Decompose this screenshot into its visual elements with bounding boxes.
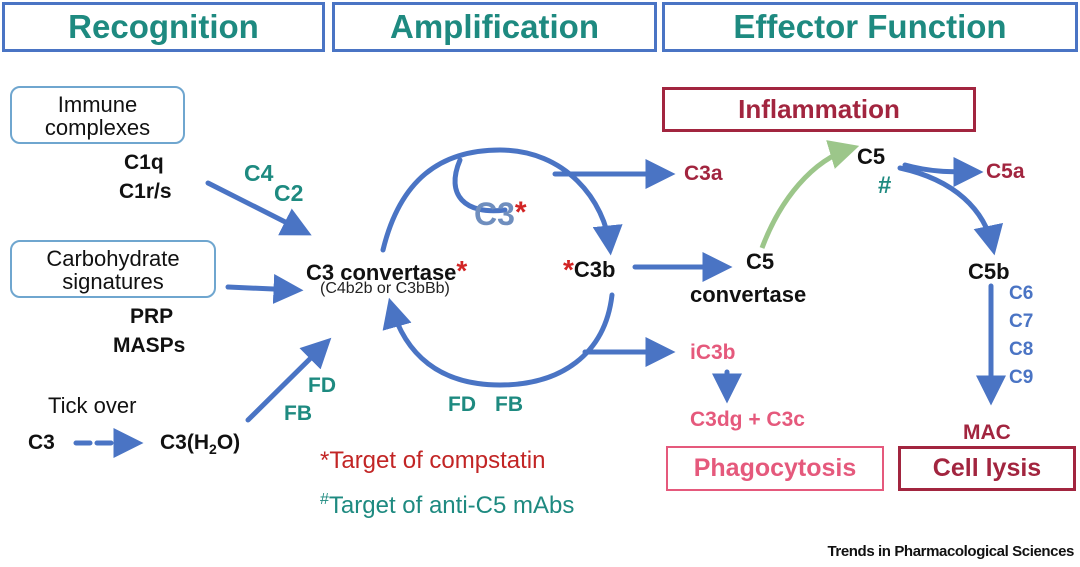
carbohydrate-line1: Carbohydrate [46, 246, 180, 271]
label-c3dg-c3c: C3dg + C3c [690, 408, 805, 431]
legend-star-symbol: * [320, 447, 330, 474]
arrow-cycle-lower [382, 292, 615, 388]
arrow-cycle-upper [380, 147, 623, 256]
label-c3-convertase-sub: (C4b2b or C3bBb) [320, 280, 450, 297]
label-fb-left: FB [284, 402, 312, 425]
label-hash-c5: # [878, 172, 892, 199]
label-tick-over: Tick over [48, 393, 137, 418]
immune-complexes-box: Immune complexes [10, 86, 185, 144]
label-c5: C5 [857, 144, 886, 169]
cell-lysis-label: Cell lysis [932, 454, 1042, 482]
label-c1rs: C1r/s [119, 180, 172, 203]
c3h2o-sub: 2 [209, 441, 217, 458]
inflammation-box: Inflammation [662, 87, 976, 132]
c3h2o-main: C3(H [160, 431, 210, 454]
cell-lysis-box: Cell lysis [898, 446, 1076, 491]
label-ic3b: iC3b [690, 341, 736, 364]
phase-amplification: Amplification [332, 2, 657, 52]
terminal-components: C6 C7 C8 C9 [1009, 280, 1033, 392]
label-masps: MASPs [113, 334, 186, 357]
phase-recognition-label: Recognition [68, 8, 259, 45]
label-c3h2o: C3(H2O) [160, 431, 240, 457]
phagocytosis-label: Phagocytosis [693, 454, 857, 482]
arrow-c3-entry [452, 157, 508, 214]
arrow-lectin-to-c3conv [225, 274, 304, 304]
label-c1q: C1q [124, 151, 164, 174]
label-c3-convertase: C3 convertase* [306, 255, 467, 287]
carbohydrate-signatures-box: Carbohydrate signatures [10, 240, 216, 298]
legend-hash-text: Target of anti-C5 mAbs [328, 492, 575, 519]
phase-amplification-label: Amplification [389, 8, 599, 45]
phase-effector-function: Effector Function [662, 2, 1078, 52]
arrow-classical-to-c3conv [205, 180, 312, 236]
label-c5-convertase-1: C5 [746, 249, 775, 274]
arrow-c5conv-to-c5 [759, 140, 860, 249]
carbohydrate-line2: signatures [62, 269, 164, 294]
label-c7: C7 [1009, 311, 1034, 332]
immune-complexes-line2: complexes [44, 115, 151, 140]
legend-star: *Target of compstatin [320, 447, 545, 475]
c3h2o-end: O) [216, 431, 241, 454]
label-c2: C2 [274, 180, 304, 206]
phase-effector-label: Effector Function [733, 8, 1007, 45]
label-c9: C9 [1009, 367, 1034, 388]
legend-hash: #Target of anti-C5 mAbs [320, 491, 574, 520]
phase-recognition: Recognition [2, 2, 325, 52]
arrow-tickover-to-c3conv [245, 337, 332, 423]
legend-star-text: Target of compstatin [329, 447, 546, 474]
inflammation-label: Inflammation [738, 94, 900, 124]
label-c3-cycle: C3* [474, 196, 527, 233]
label-mac: MAC [963, 421, 1011, 444]
label-c3b: *C3b [563, 254, 615, 286]
c3-cycle-text: C3 [474, 196, 515, 232]
phagocytosis-box: Phagocytosis [666, 446, 884, 491]
legend-hash-symbol: # [320, 491, 329, 508]
label-c3a: C3a [684, 162, 723, 185]
label-c5b: C5b [968, 259, 1010, 284]
immune-complexes-line1: Immune [57, 92, 138, 117]
label-c6: C6 [1009, 283, 1034, 304]
c3b-text: C3b [573, 257, 616, 282]
label-c8: C8 [1009, 339, 1034, 360]
star-c3-cycle: * [514, 196, 527, 229]
label-fd-left: FD [308, 374, 336, 397]
star-c3b: * [563, 254, 574, 285]
c3-convertase-text: C3 convertase [306, 260, 457, 285]
arrow-c5-to-c5a [902, 156, 984, 187]
label-fb-bottom: FB [495, 393, 523, 416]
label-fd-bottom: FD [448, 393, 476, 416]
label-c5a: C5a [986, 160, 1025, 183]
arrow-c5-to-c5b [897, 165, 1004, 256]
label-prp: PRP [130, 305, 174, 328]
label-c3-tickover: C3 [28, 431, 55, 454]
label-c5-convertase-2: convertase [690, 282, 807, 307]
label-c4: C4 [244, 160, 274, 186]
source-credit: Trends in Pharmacological Sciences [827, 543, 1074, 560]
star-c3conv: * [456, 255, 468, 286]
